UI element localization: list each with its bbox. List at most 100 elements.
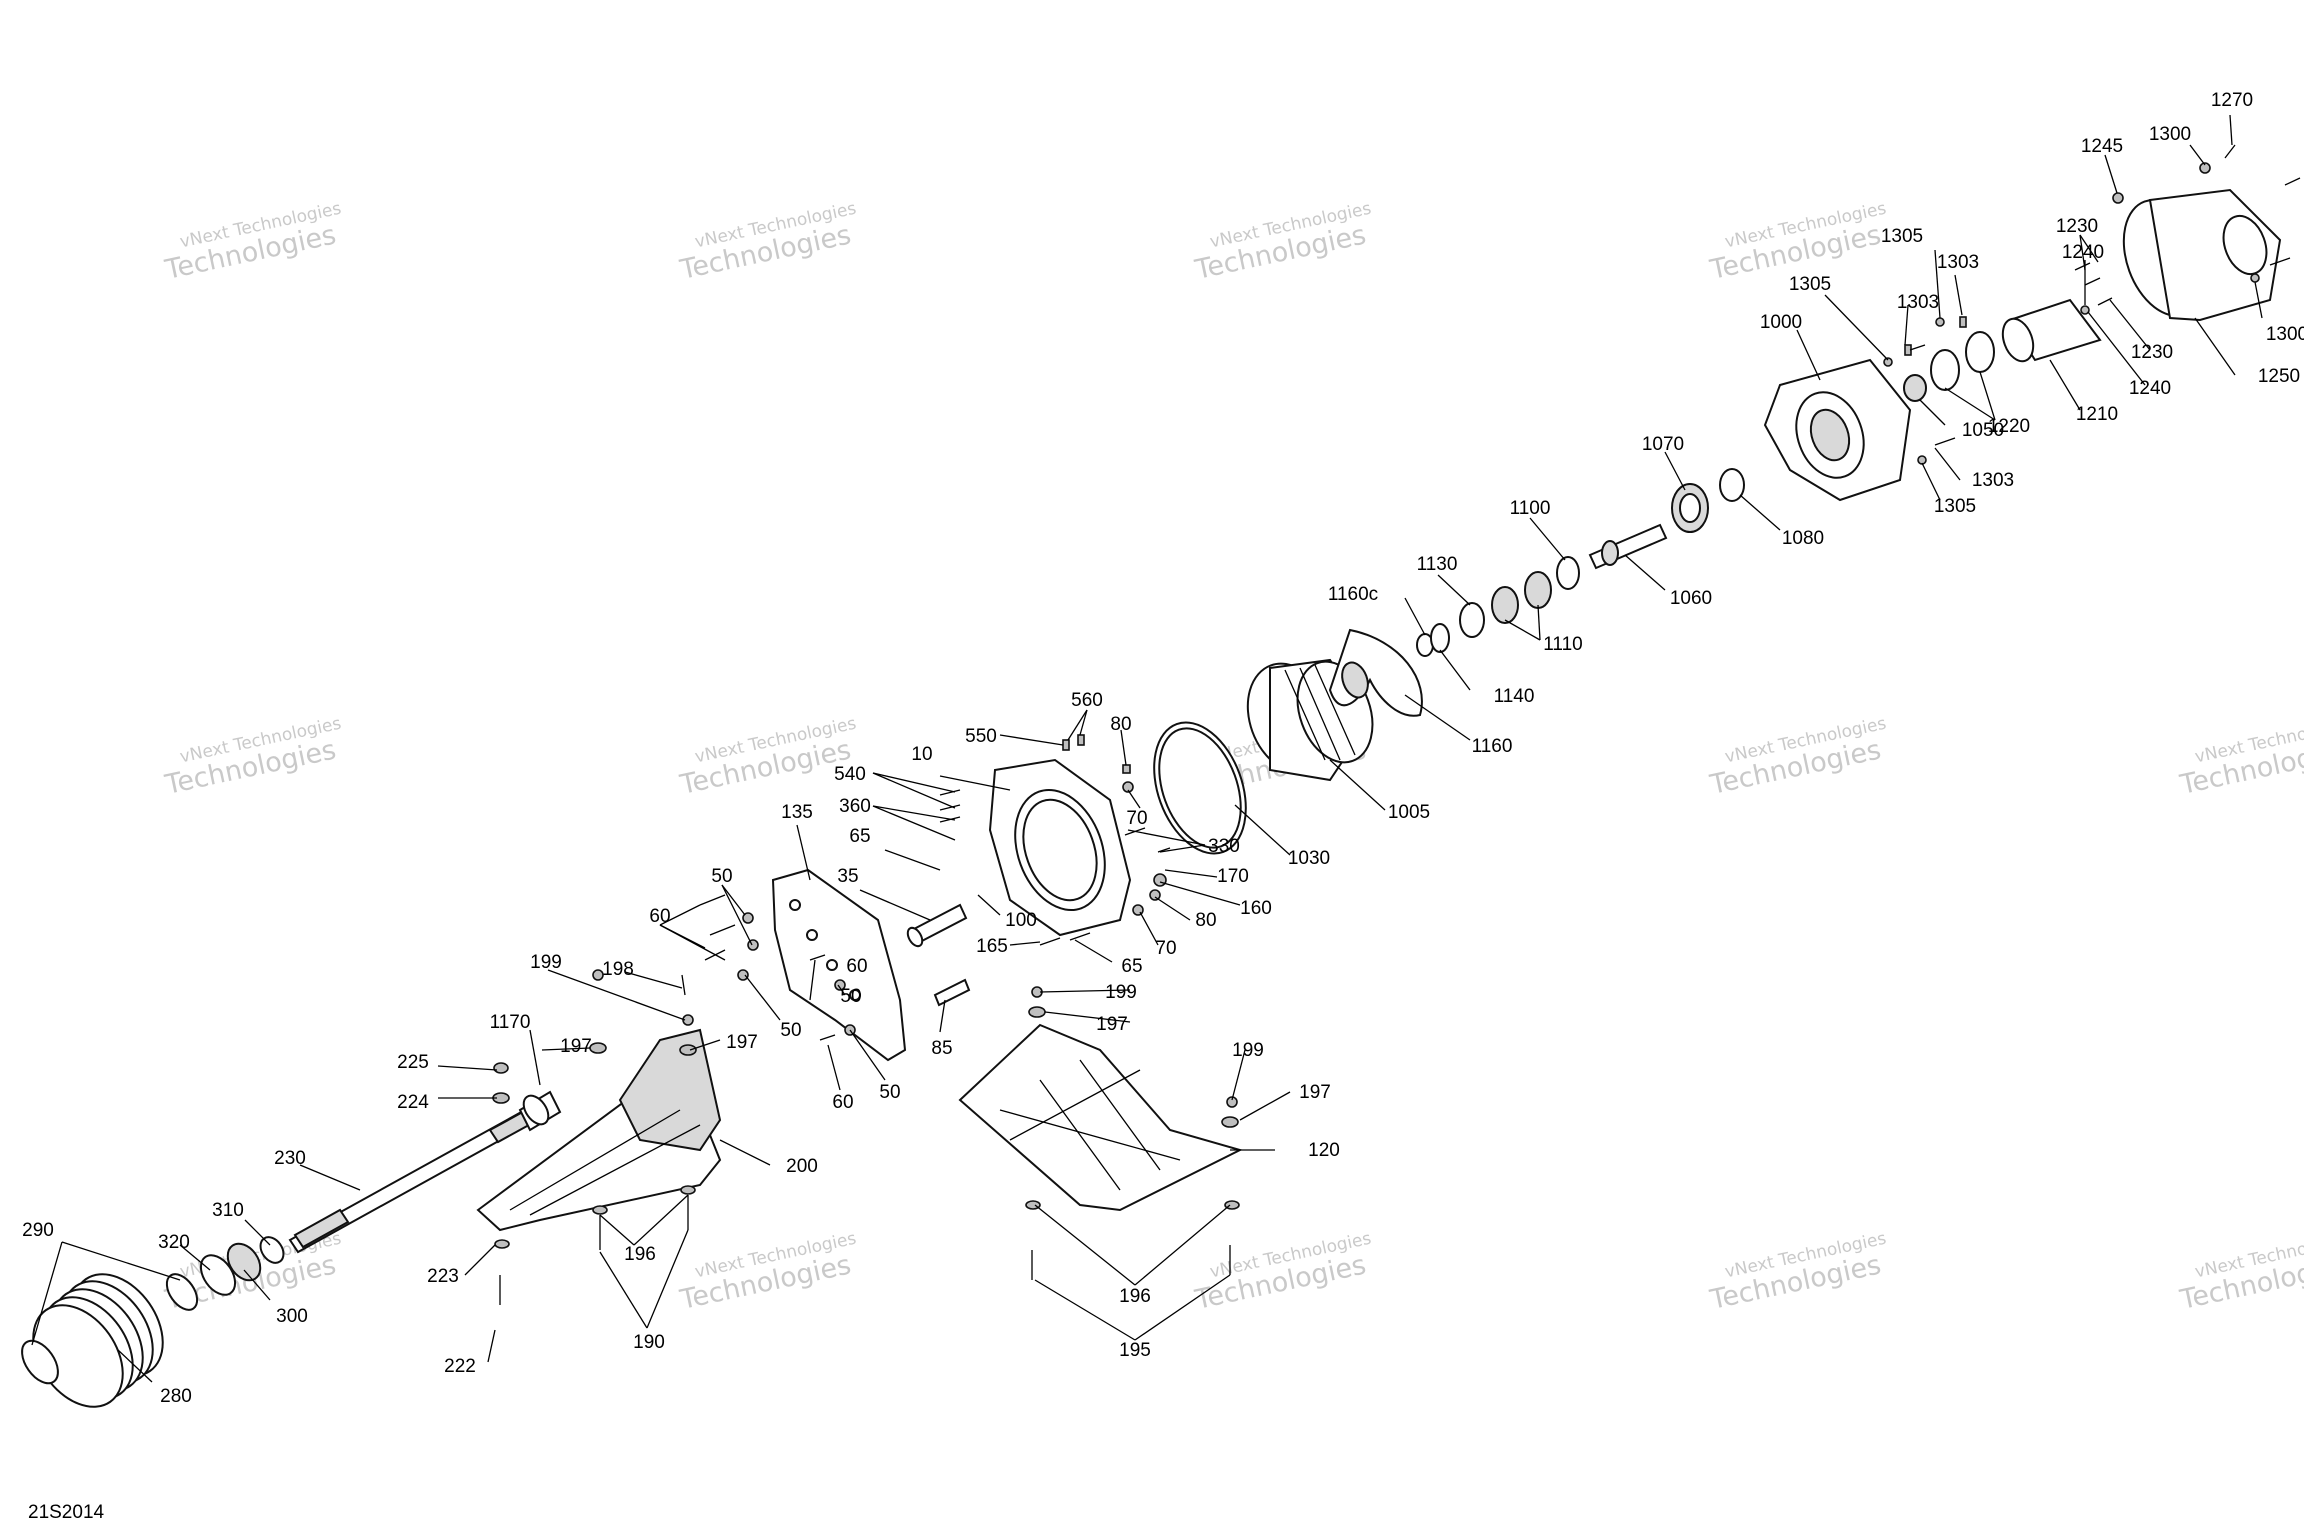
part-callout-label: 197 xyxy=(1096,1014,1128,1035)
leader-lines-layer xyxy=(31,114,2263,1383)
part-callout-label: 50 xyxy=(780,1020,801,1041)
part-callout-label: 60 xyxy=(846,956,867,977)
part-callout-label: 1000 xyxy=(1760,312,1802,333)
plug-part xyxy=(1903,374,1927,402)
part-callout-label: 1300 xyxy=(2149,124,2191,145)
support-plate-part xyxy=(771,868,907,1062)
part-callout-label: 1060 xyxy=(1670,588,1712,609)
part-callout-label: 10 xyxy=(911,744,932,765)
parts-layer xyxy=(21,144,2301,1408)
part-callout-label: 199 xyxy=(530,952,562,973)
part-callout-label: 1305 xyxy=(1881,226,1923,247)
part-callout-label: 320 xyxy=(158,1232,190,1253)
part-callout-label: 560 xyxy=(1071,690,1103,711)
part-callout-label: 225 xyxy=(397,1052,429,1073)
part-callout-label: 1270 xyxy=(2211,90,2253,111)
part-callout-label: 1070 xyxy=(1642,434,1684,455)
part-callout-label: 310 xyxy=(212,1200,244,1221)
part-callout-label: 230 xyxy=(274,1148,306,1169)
impeller-shaft-part xyxy=(1588,523,1668,570)
part-callout-label: 550 xyxy=(965,726,997,747)
part-callout-label: 1305 xyxy=(1789,274,1831,295)
wear-ring-part xyxy=(1246,658,1374,782)
part-callout-label: 1005 xyxy=(1388,802,1430,823)
part-callout-label: 170 xyxy=(1217,866,1249,887)
part-callout-label: 1303 xyxy=(1897,292,1939,313)
part-callout-label: 222 xyxy=(444,1356,476,1377)
cone-part xyxy=(2001,298,2102,363)
part-callout-label: 190 xyxy=(633,1332,665,1353)
part-callout-label: 196 xyxy=(1119,1286,1151,1307)
part-callout-label: 197 xyxy=(560,1036,592,1057)
shaft-bearing-part xyxy=(492,1062,562,1132)
seal-carrier-part xyxy=(199,1236,285,1296)
part-callout-label: 1130 xyxy=(1417,554,1458,575)
part-callout-label: 1030 xyxy=(1288,848,1330,869)
part-callout-label: 290 xyxy=(22,1220,54,1241)
part-callout-label: 1300 xyxy=(2266,324,2304,345)
part-callout-label: 1050 xyxy=(1962,420,2004,441)
part-callout-label: 70 xyxy=(1126,808,1147,829)
part-callout-label: 50 xyxy=(879,1082,900,1103)
part-callout-label: 224 xyxy=(397,1092,429,1113)
part-callout-label: 360 xyxy=(839,796,871,817)
part-callout-label: 85 xyxy=(931,1038,952,1059)
callout-labels-layer: 1035505050506060606565707080808510012013… xyxy=(22,90,2304,1407)
part-callout-label: 80 xyxy=(1195,910,1216,931)
part-callout-label: 1170 xyxy=(490,1012,531,1033)
part-callout-label: 300 xyxy=(276,1306,308,1327)
part-callout-label: 1240 xyxy=(2062,242,2104,263)
part-callout-label: 60 xyxy=(649,906,670,927)
part-callout-label: 198 xyxy=(602,959,634,980)
spacer-part xyxy=(1719,468,1745,502)
part-callout-label: 165 xyxy=(976,936,1008,957)
part-callout-label: 35 xyxy=(837,866,858,887)
part-callout-label: 60 xyxy=(832,1092,853,1113)
impeller-part xyxy=(1328,628,1423,717)
part-callout-label: 1303 xyxy=(1972,470,2014,491)
part-callout-label: 1080 xyxy=(1782,528,1824,549)
part-callout-label: 160 xyxy=(1240,898,1272,919)
part-callout-label: 200 xyxy=(786,1156,818,1177)
part-callout-label: 330 xyxy=(1208,836,1240,857)
pump-support-part xyxy=(988,758,1132,937)
part-callout-label: 1210 xyxy=(2076,404,2118,425)
part-callout-label: 50 xyxy=(840,986,861,1007)
ride-plate-part xyxy=(958,1023,1243,1212)
intake-grate-part xyxy=(476,1028,722,1232)
part-callout-label: 1160c xyxy=(1328,584,1378,605)
part-callout-label: 540 xyxy=(834,764,866,785)
part-callout-label: 1240 xyxy=(2129,378,2171,399)
part-callout-label: 199 xyxy=(1232,1040,1264,1061)
part-callout-label: 50 xyxy=(711,866,732,887)
part-callout-label: 1230 xyxy=(2131,342,2173,363)
part-callout-label: 1110 xyxy=(1543,634,1582,655)
part-callout-label: 197 xyxy=(726,1032,758,1053)
part-callout-label: 70 xyxy=(1155,938,1176,959)
part-callout-label: 1100 xyxy=(1510,498,1551,519)
pin-part xyxy=(906,903,971,1007)
figure-id: 21S2014 xyxy=(28,1502,105,1523)
part-callout-label: 80 xyxy=(1110,714,1131,735)
venturi-part xyxy=(2122,188,2282,322)
part-callout-label: 280 xyxy=(160,1386,192,1407)
part-callout-label: 195 xyxy=(1119,1340,1151,1361)
part-callout-label: 65 xyxy=(849,826,870,847)
part-callout-label: 65 xyxy=(1121,956,1142,977)
o-ring-part xyxy=(1930,349,1960,391)
part-callout-label: 1160 xyxy=(1472,736,1513,757)
part-callout-label: 1245 xyxy=(2081,136,2123,157)
part-callout-label: 1230 xyxy=(2056,216,2098,237)
bearing-stack-part xyxy=(1416,556,1580,657)
part-callout-label: 100 xyxy=(1005,910,1037,931)
